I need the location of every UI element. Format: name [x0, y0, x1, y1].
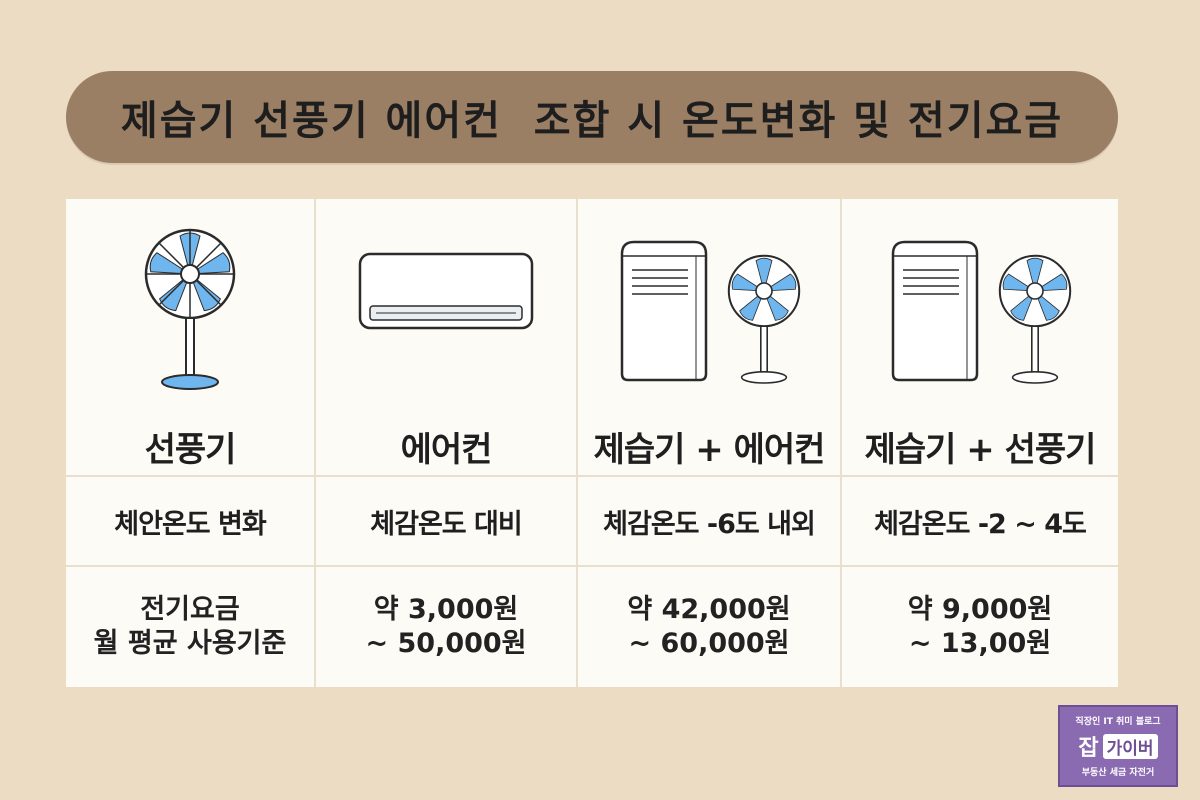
dehumidifier-icon: [891, 240, 979, 381]
title-banner: 제습기 선풍기 에어컨 조합 시 온도변화 및 전기요금: [66, 71, 1118, 163]
column-label: 제습기 + 에어컨: [593, 429, 826, 470]
price-line-1: 약 42,000원: [627, 594, 791, 625]
temperature-text: 체감온도 -6도 내외: [603, 508, 816, 540]
badge-bottom-text: 부동산 세금 자전거: [1081, 768, 1155, 778]
dehumidifier-icon: [620, 240, 708, 381]
badge-top-text: 직장인 IT 취미 블로그: [1075, 717, 1161, 727]
price-line-2: ~ 50,000원: [365, 628, 527, 659]
header-cell-fan: 선풍기: [66, 199, 316, 477]
icon-group: [356, 224, 536, 394]
icon-group: [614, 224, 804, 394]
column-label: 에어컨: [400, 429, 493, 470]
temperature-cell: 체안온도 변화: [66, 477, 316, 567]
price-line-1: 약 3,000원: [373, 594, 519, 625]
temperature-text: 체감온도 -2 ~ 4도: [874, 508, 1087, 540]
header-cell-dehumidifier-fan: 제습기 + 선풍기: [842, 199, 1118, 477]
badge-box-text: 가이버: [1102, 733, 1158, 759]
comparison-table: 선풍기 에어컨: [66, 199, 1118, 687]
price-cell: 약 3,000원 ~ 50,000원: [316, 567, 578, 687]
temperature-text: 체감온도 대비: [370, 508, 522, 540]
price-line-2: ~ 60,000원: [628, 628, 790, 659]
temperature-text: 체안온도 변화: [114, 508, 266, 540]
price-line-2: 월 평균 사용기준: [93, 628, 287, 659]
price-cell: 약 9,000원 ~ 13,00원: [842, 567, 1118, 687]
column-label: 제습기 + 선풍기: [864, 429, 1097, 470]
price-line-2: ~ 13,00원: [908, 628, 1052, 659]
header-cell-dehumidifier-aircon: 제습기 + 에어컨: [578, 199, 842, 477]
page-title: 제습기 선풍기 에어컨 조합 시 온도변화 및 전기요금: [120, 98, 1064, 144]
price-line-1: 전기요금: [140, 594, 240, 625]
blog-logo-badge: 직장인 IT 취미 블로그 잡 가이버 부동산 세금 자전거: [1058, 705, 1178, 787]
temperature-cell: 체감온도 -6도 내외: [578, 477, 842, 567]
price-cell: 전기요금 월 평균 사용기준: [66, 567, 316, 687]
price-cell: 약 42,000원 ~ 60,000원: [578, 567, 842, 687]
fan-icon: [998, 254, 1072, 384]
header-cell-aircon: 에어컨: [316, 199, 578, 477]
badge-big-text: 잡: [1078, 736, 1099, 761]
fan-icon: [144, 228, 236, 390]
icon-group: [885, 224, 1075, 394]
air-conditioner-icon: [358, 252, 534, 329]
badge-title: 잡 가이버: [1078, 730, 1158, 762]
icon-group: [140, 224, 240, 394]
price-line-1: 약 9,000원: [907, 594, 1053, 625]
temperature-cell: 체감온도 -2 ~ 4도: [842, 477, 1118, 567]
fan-icon: [727, 254, 801, 384]
temperature-cell: 체감온도 대비: [316, 477, 578, 567]
column-label: 선풍기: [144, 429, 237, 470]
